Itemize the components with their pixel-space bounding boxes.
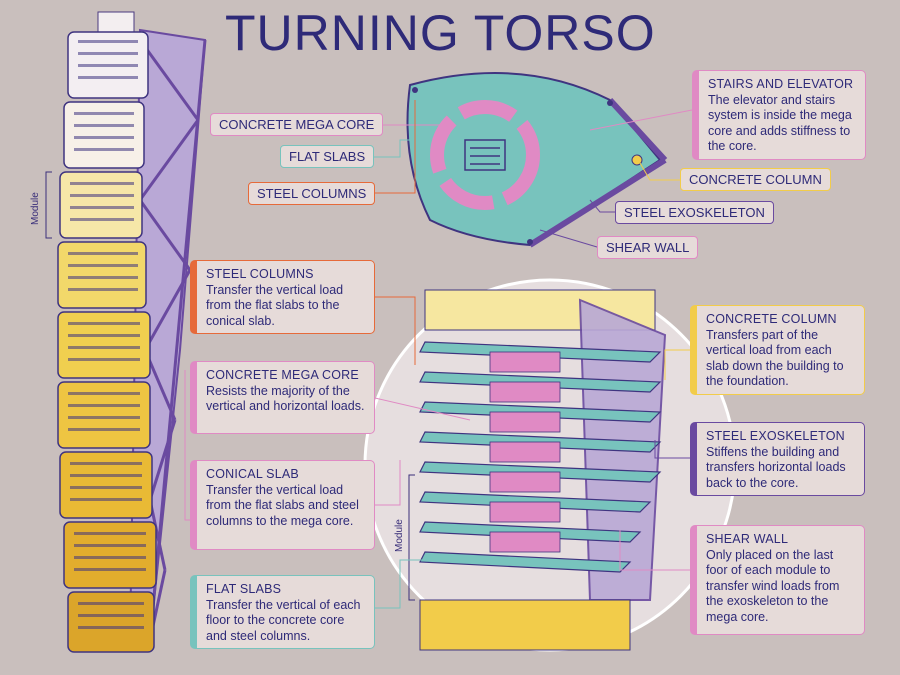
card-text: Transfer the vertical load from the flat… bbox=[206, 482, 359, 528]
leader-lines bbox=[184, 100, 693, 609]
card-concrete-mega-core: CONCRETE MEGA CORE Resists the majority … bbox=[190, 361, 375, 434]
card-text: Only placed on the last foor of each mod… bbox=[706, 547, 840, 624]
card-concrete-column: CONCRETE COLUMN Transfers part of the ve… bbox=[690, 305, 865, 395]
card-heading: STEEL EXOSKELETON bbox=[706, 429, 845, 443]
card-text: The elevator and stairs system is inside… bbox=[708, 92, 852, 154]
card-text: Stiffens the building and transfers hori… bbox=[706, 444, 846, 490]
card-heading: CONCRETE MEGA CORE bbox=[206, 368, 359, 382]
tag-steel-exoskeleton: STEEL EXOSKELETON bbox=[615, 201, 774, 224]
card-heading: CONICAL SLAB bbox=[206, 467, 299, 481]
card-stairs-elevator: STAIRS AND ELEVATOR The elevator and sta… bbox=[692, 70, 866, 160]
card-flat-slabs: FLAT SLABS Transfer the vertical of each… bbox=[190, 575, 375, 649]
card-conical-slab: CONICAL SLAB Transfer the vertical load … bbox=[190, 460, 375, 550]
card-text: Transfer the vertical load from the flat… bbox=[206, 282, 344, 328]
floor-plan bbox=[406, 72, 668, 248]
tag-concrete-mega-core: CONCRETE MEGA CORE bbox=[210, 113, 384, 136]
card-heading: STEEL COLUMNS bbox=[206, 267, 314, 281]
tag-shear-wall: SHEAR WALL bbox=[597, 236, 699, 259]
tag-steel-columns: STEEL COLUMNS bbox=[248, 182, 376, 205]
card-heading: FLAT SLABS bbox=[206, 582, 282, 596]
card-heading: CONCRETE COLUMN bbox=[706, 312, 837, 326]
zoom-section bbox=[363, 278, 737, 652]
card-text: Transfer the vertical of each floor to t… bbox=[206, 597, 361, 643]
card-heading: STAIRS AND ELEVATOR bbox=[708, 77, 854, 91]
card-steel-exoskeleton: STEEL EXOSKELETON Stiffens the building … bbox=[690, 422, 865, 496]
card-shear-wall: SHEAR WALL Only placed on the last foor … bbox=[690, 525, 865, 635]
card-text: Resists the majority of the vertical and… bbox=[206, 383, 365, 414]
card-text: Transfers part of the vertical load from… bbox=[706, 327, 844, 389]
module-label-left: Module bbox=[30, 192, 41, 225]
tag-flat-slabs: FLAT SLABS bbox=[280, 145, 375, 168]
tag-concrete-column: CONCRETE COLUMN bbox=[680, 168, 831, 191]
module-label-right: Module bbox=[394, 519, 405, 552]
page-title: TURNING TORSO bbox=[225, 5, 656, 61]
card-steel-columns: STEEL COLUMNS Transfer the vertical load… bbox=[190, 260, 375, 334]
card-heading: SHEAR WALL bbox=[706, 532, 789, 546]
tower-elevation bbox=[45, 11, 207, 653]
